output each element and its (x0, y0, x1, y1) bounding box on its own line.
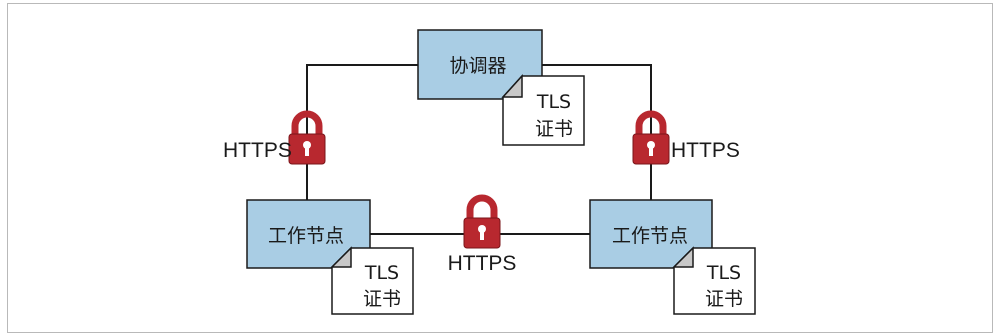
document-icon (330, 246, 414, 315)
worker-node-left: 工作节点 (246, 199, 371, 269)
document-icon (672, 246, 756, 315)
coordinator-cert-line1: TLS (536, 91, 571, 113)
coordinator-label: 协调器 (449, 55, 506, 77)
worker-right-cert-line2: 证书 (705, 288, 743, 310)
worker-right-label: 工作节点 (612, 225, 688, 247)
lock-icon (464, 198, 500, 248)
worker-left-cert-line1: TLS (364, 262, 399, 284)
worker-left-label: 工作节点 (268, 225, 344, 247)
https-label-bottom: HTTPS (448, 252, 517, 275)
worker-left-cert-line2: 证书 (363, 288, 401, 310)
https-label-left: HTTPS (223, 139, 292, 162)
coordinator-cert-line2: 证书 (535, 118, 573, 140)
worker-right-cert: TLS 证书 (672, 246, 756, 315)
worker-right-cert-line1: TLS (706, 262, 741, 284)
worker-node-right: 工作节点 (589, 199, 713, 269)
worker-left-cert: TLS 证书 (330, 246, 414, 315)
diagram-frame (7, 3, 993, 333)
document-icon (501, 74, 585, 146)
link-left-line (306, 64, 418, 200)
https-label-right: HTTPS (671, 139, 740, 162)
coordinator-cert: TLS 证书 (501, 74, 585, 146)
